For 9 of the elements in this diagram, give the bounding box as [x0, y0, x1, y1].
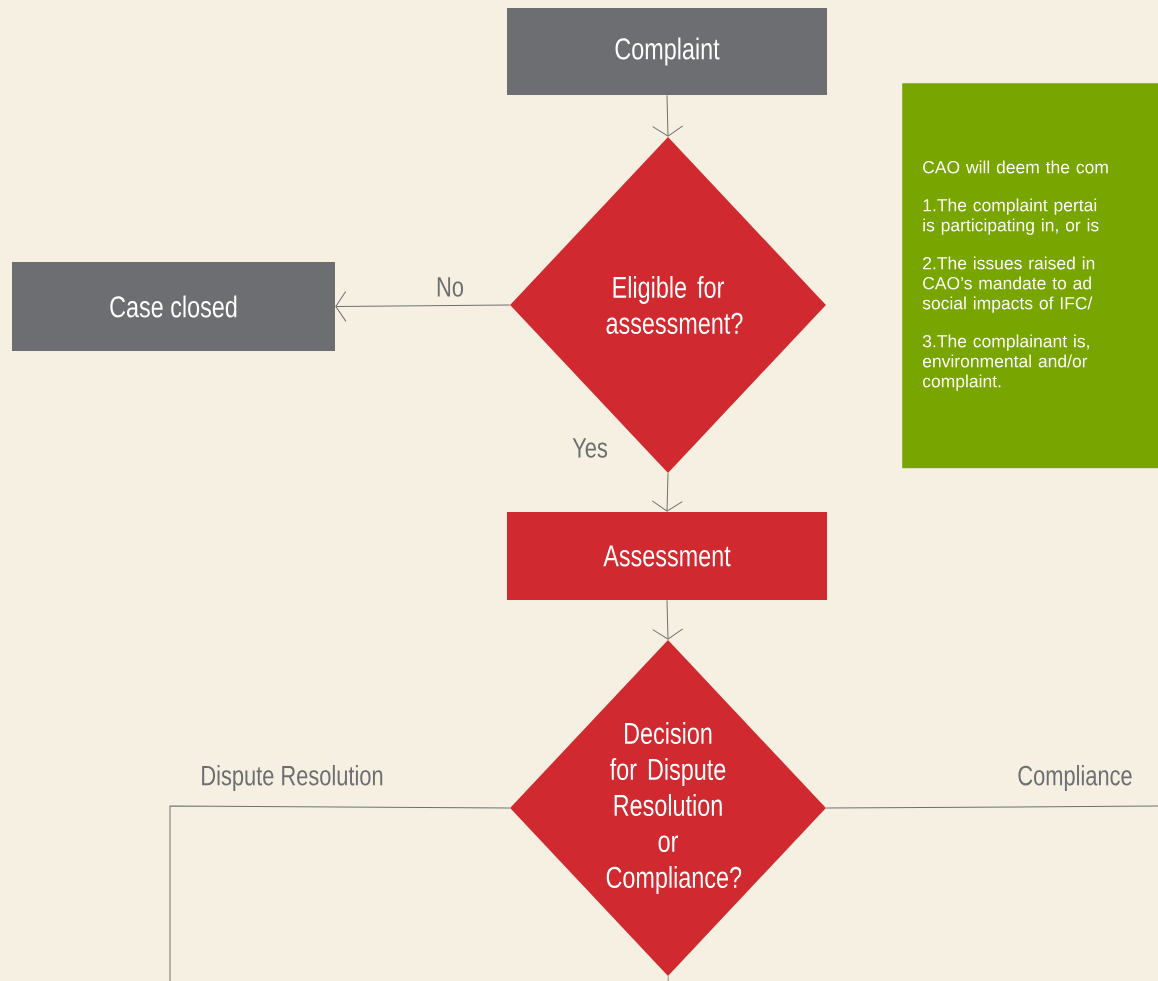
process-box: Case closed: [12, 262, 335, 351]
edge-label: No: [435, 276, 465, 298]
arrow: [335, 290, 511, 322]
edge-label: Dispute Resolution: [199, 763, 385, 793]
criteria-panel: CAO will deem the com 1.The complaint pertai is participating in, or is 2.The issues raised in CAO’s mandate to ad social impacts of IFC/ 3.The complainant is, environmental and/or complaint.: [902, 83, 1158, 469]
process-box: Complaint: [507, 8, 827, 95]
edge-label: Yes: [571, 437, 609, 459]
process-box: Assessment: [507, 512, 827, 600]
edge-label: Compliance: [1016, 763, 1134, 793]
